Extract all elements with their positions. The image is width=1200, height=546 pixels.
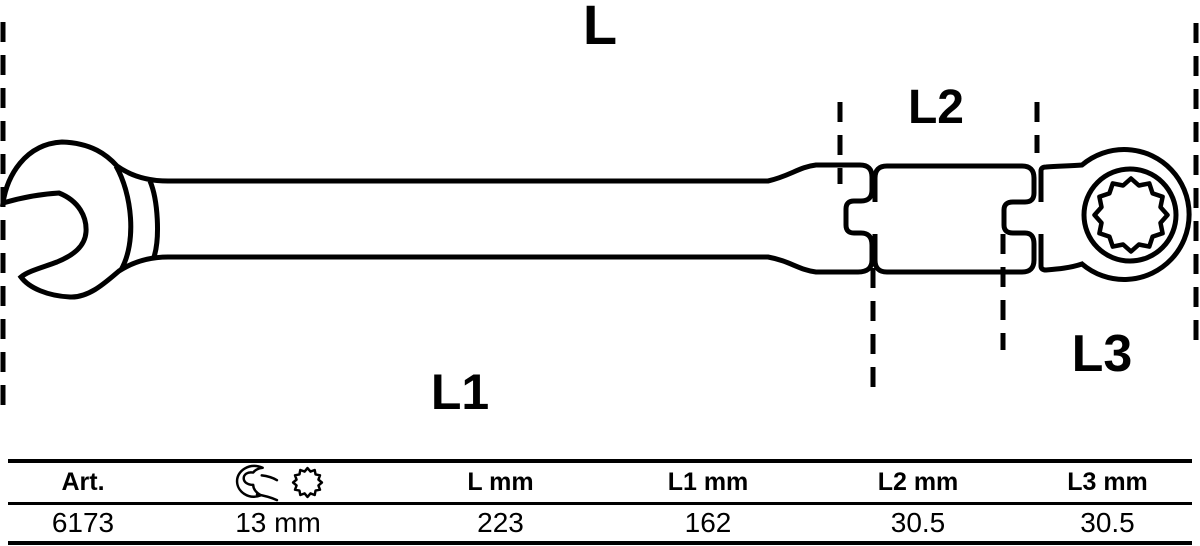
wrench-type-icons <box>233 464 324 502</box>
dimension-label-l: L <box>583 0 617 56</box>
dimension-label-l2: L2 <box>908 81 964 134</box>
value-l3: 30.5 <box>1080 507 1135 538</box>
wrench-body-open-end <box>0 139 875 300</box>
head-neck-line-inner <box>147 180 160 258</box>
value-l1: 162 <box>684 507 732 538</box>
dimension-lines-group <box>0 22 1199 413</box>
value-size: 13 mm <box>235 507 321 538</box>
wrench-outline-group <box>0 139 1192 300</box>
spec-table-value-row: 6173 13 mm 223 162 30.5 30.5 <box>8 505 1192 541</box>
header-l-mm: L mm <box>467 468 534 496</box>
header-l3-mm: L3 mm <box>1067 468 1148 496</box>
value-l2: 30.5 <box>890 507 946 538</box>
value-art: 6173 <box>51 507 115 538</box>
dimension-label-l1: L1 <box>431 364 489 420</box>
header-size-icons <box>158 464 398 502</box>
header-l1-mm: L1 mm <box>667 468 749 496</box>
twelve-point-socket-profile <box>1092 176 1170 254</box>
open-end-wrench-icon <box>235 464 278 501</box>
head-neck-line-outer <box>113 164 134 272</box>
spec-table: Art. L mm L1 mm L2 mm L3 mm 6173 <box>8 459 1192 545</box>
dimension-label-l3: L3 <box>1072 325 1133 383</box>
spec-table-header-row: Art. L mm L1 mm L2 mm L3 mm <box>8 463 1192 505</box>
twelve-point-ring-icon <box>291 466 323 499</box>
ring-bore-circle <box>1081 166 1179 264</box>
header-art: Art. <box>61 468 105 496</box>
header-l2-mm: L2 mm <box>877 468 959 496</box>
value-l: 223 <box>477 507 524 538</box>
flex-joint-link <box>872 163 1037 275</box>
